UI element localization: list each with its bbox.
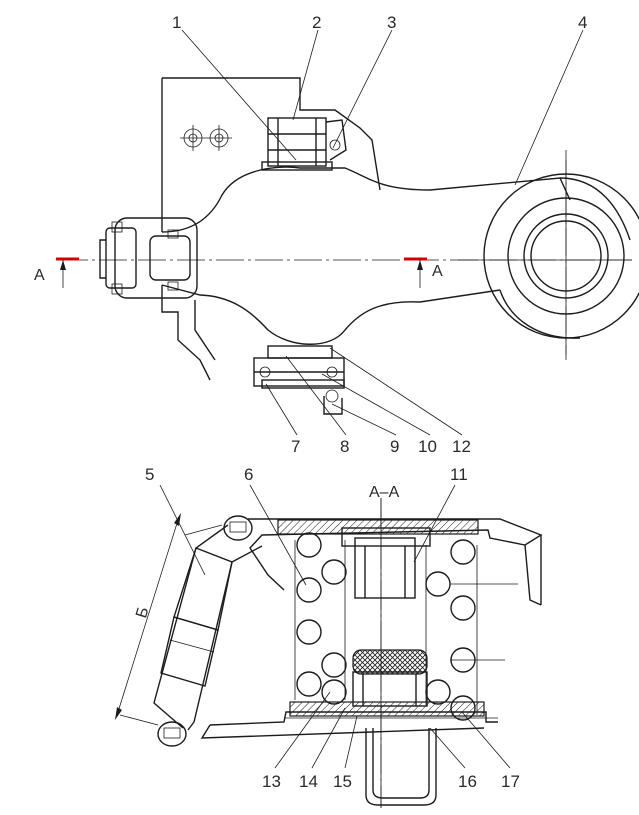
callout-11: 11 (450, 465, 468, 484)
callout-1: 1 (172, 13, 181, 32)
callout-16: 16 (458, 772, 477, 791)
callouts: 1 2 3 4 7 8 9 10 12 5 6 11 13 14 15 16 1… (145, 13, 587, 791)
spring-right (425, 539, 518, 721)
callout-17: 17 (501, 772, 520, 791)
section-marker-right: А (404, 257, 443, 288)
callout-3: 3 (387, 13, 396, 32)
callout-14: 14 (299, 772, 318, 791)
leader-lines-top (181, 29, 584, 436)
callout-5: 5 (145, 465, 154, 484)
callout-9: 9 (390, 437, 399, 456)
spring-left (294, 532, 347, 705)
leader-lines-bottom (159, 484, 511, 769)
callout-15: 15 (333, 772, 352, 791)
callout-12: 12 (452, 437, 471, 456)
section-marker-left: А (34, 257, 79, 288)
shock-absorber: Б (115, 513, 263, 747)
section-letter-left: А (34, 267, 45, 284)
section-view: Б (115, 498, 543, 808)
callout-13: 13 (262, 772, 281, 791)
section-letter-right: А (432, 263, 443, 280)
callout-8: 8 (340, 437, 349, 456)
top-view-arm (60, 77, 639, 415)
callout-2: 2 (312, 13, 321, 32)
callout-10: 10 (418, 437, 437, 456)
callout-7: 7 (291, 437, 300, 456)
dimension-letter: Б (133, 605, 152, 620)
callout-4: 4 (578, 13, 587, 32)
section-title: А–А (369, 484, 400, 501)
callout-6: 6 (244, 465, 253, 484)
